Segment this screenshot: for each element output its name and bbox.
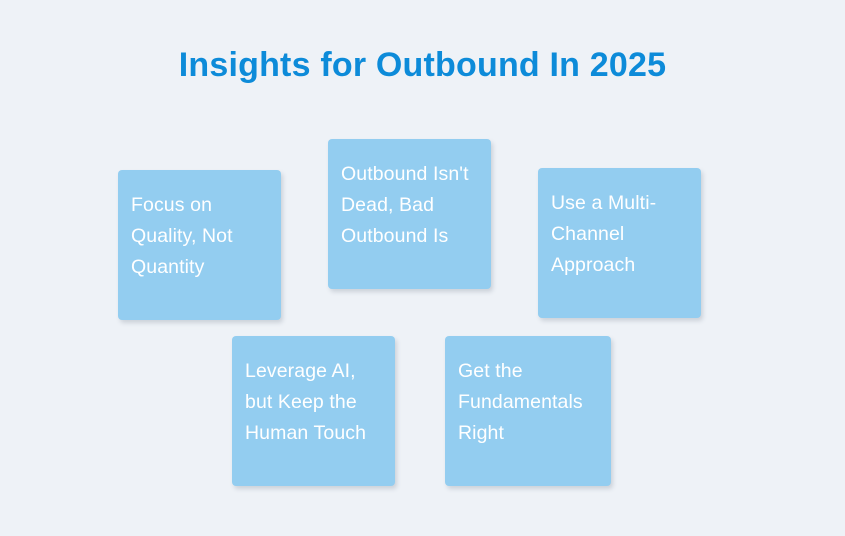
insight-card-2[interactable]: Outbound Isn't Dead, Bad Outbound Is	[328, 139, 491, 289]
insight-card-label: Leverage AI, but Keep the Human Touch	[245, 360, 367, 444]
insight-card-1[interactable]: Focus on Quality, Not Quantity	[118, 170, 281, 320]
insight-card-5[interactable]: Get the Fundamentals Right	[445, 336, 611, 486]
insight-card-label: Get the Fundamentals Right	[458, 360, 583, 444]
insight-card-4[interactable]: Leverage AI, but Keep the Human Touch	[232, 336, 395, 486]
insight-card-label: Outbound Isn't Dead, Bad Outbound Is	[341, 163, 469, 247]
page-title: Insights for Outbound In 2025	[178, 46, 667, 84]
insight-card-3[interactable]: Use a Multi-Channel Approach	[538, 168, 701, 318]
insight-card-label: Focus on Quality, Not Quantity	[131, 194, 233, 278]
insight-card-label: Use a Multi-Channel Approach	[551, 192, 657, 276]
